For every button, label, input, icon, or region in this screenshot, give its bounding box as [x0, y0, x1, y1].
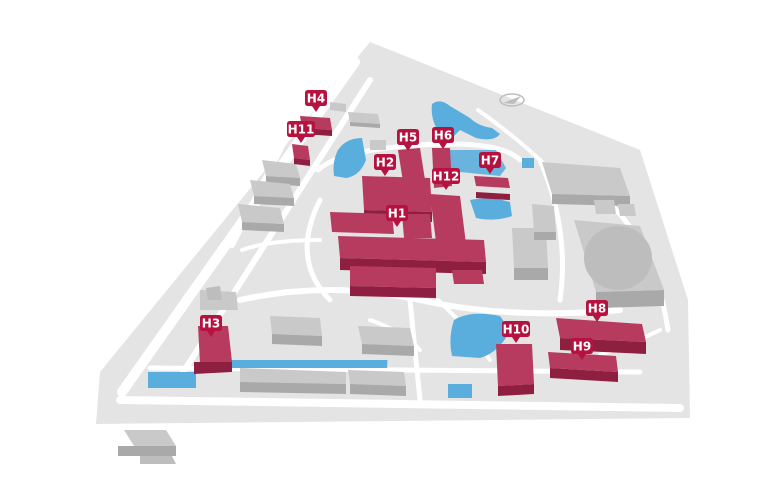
grey-buildings [118, 102, 664, 464]
hospital-buildings [194, 116, 646, 396]
pin-marker-icon [386, 205, 408, 227]
building-h11 [292, 144, 310, 166]
building-south-1 [270, 316, 322, 346]
pin-label: H8 [588, 302, 606, 316]
pin-label: H1 [388, 207, 406, 221]
building-south-3 [240, 368, 346, 394]
pin-marker-icon [571, 338, 593, 360]
pin-h12[interactable]: H12 [432, 168, 460, 190]
pin-marker-icon [432, 168, 460, 190]
building-h1-complex [330, 194, 486, 298]
pin-h3[interactable]: H3 [200, 315, 222, 337]
water-strip-south [227, 360, 388, 368]
water-pond-east [470, 198, 512, 220]
pin-label: H10 [503, 323, 530, 337]
pin-marker-icon [586, 300, 608, 322]
building-h7 [474, 176, 510, 200]
building-h3 [194, 326, 232, 374]
building-south-2 [358, 326, 414, 356]
pin-h4[interactable]: H4 [305, 90, 327, 112]
pin-marker-icon [287, 121, 315, 143]
pin-h6[interactable]: H6 [432, 127, 454, 149]
pin-marker-icon [397, 129, 419, 151]
water-pool-ne [522, 158, 534, 168]
water-pool-s [448, 384, 472, 398]
pin-label: H7 [481, 154, 499, 168]
pin-h1[interactable]: H1 [386, 205, 408, 227]
pin-label: H4 [307, 92, 325, 106]
building-h8 [556, 318, 646, 354]
pin-h10[interactable]: H10 [502, 321, 530, 343]
building-sports-hall [574, 220, 664, 308]
water-pool-sw [148, 372, 196, 388]
pin-h8[interactable]: H8 [586, 300, 608, 322]
building-h9 [548, 352, 618, 382]
building-sw-1 [200, 286, 238, 310]
pin-marker-icon [374, 154, 396, 176]
pin-h7[interactable]: H7 [479, 152, 501, 174]
pin-label: H5 [399, 131, 417, 145]
pin-label: H2 [376, 156, 394, 170]
pin-marker-icon [502, 321, 530, 343]
pin-marker-icon [305, 90, 327, 112]
building-ne-large [542, 162, 630, 206]
building-ne-small [594, 200, 636, 216]
pin-marker-icon [200, 315, 222, 337]
pin-h9[interactable]: H9 [571, 338, 593, 360]
building-west-2 [250, 180, 294, 206]
building-south-4 [348, 370, 406, 396]
pin-label: H11 [288, 123, 315, 137]
north-arrow-icon [499, 93, 525, 107]
water-pond-south [450, 313, 510, 358]
building-east-small [532, 204, 556, 240]
pin-label: H9 [573, 340, 591, 354]
building-center-small [370, 140, 386, 150]
pin-h5[interactable]: H5 [397, 129, 419, 151]
pin-label: H3 [202, 317, 220, 331]
building-west-3 [238, 204, 284, 232]
pin-label: H6 [434, 129, 452, 143]
building-nw-1 [330, 102, 380, 128]
pin-h2[interactable]: H2 [374, 154, 396, 176]
pin-marker-icon [432, 127, 454, 149]
pin-label: H12 [433, 170, 460, 184]
pin-marker-icon [479, 152, 501, 174]
water-pond-west [333, 138, 366, 178]
pin-h11[interactable]: H11 [287, 121, 315, 143]
building-offsite [118, 430, 176, 464]
building-h10 [496, 344, 534, 396]
